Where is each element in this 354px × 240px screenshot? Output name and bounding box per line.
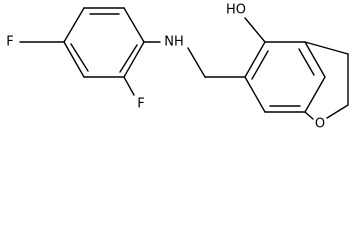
bond (304, 76, 326, 113)
bond (123, 7, 145, 43)
bond (304, 41, 326, 78)
double-bond-inner (298, 48, 315, 76)
bond (304, 41, 349, 55)
bond (63, 7, 85, 43)
fluorine-label-ortho: F (137, 97, 144, 112)
bond (63, 41, 85, 78)
hydroxyl-label: HO (226, 3, 246, 18)
bond-c-oh (244, 17, 266, 43)
bond (326, 104, 349, 119)
bond (123, 41, 145, 78)
bond-nh-ch2 (187, 47, 206, 78)
benzene-ring (244, 41, 326, 113)
dihydrofuran-ring (304, 41, 349, 120)
double-bond-inner (119, 44, 138, 73)
bond (244, 41, 266, 78)
bond-c-f-ortho (123, 76, 135, 96)
fluorine-label-para: F (6, 35, 13, 50)
double-bond-inner (70, 43, 89, 72)
molecule-diagram: F F NH HO O (6, 3, 349, 132)
ring-oxygen-label: O (315, 117, 325, 132)
bond (304, 111, 314, 120)
bond (244, 76, 266, 113)
difluorophenyl-ring (63, 7, 145, 78)
double-bond-inner (251, 50, 269, 80)
amine-label: NH (164, 35, 184, 50)
